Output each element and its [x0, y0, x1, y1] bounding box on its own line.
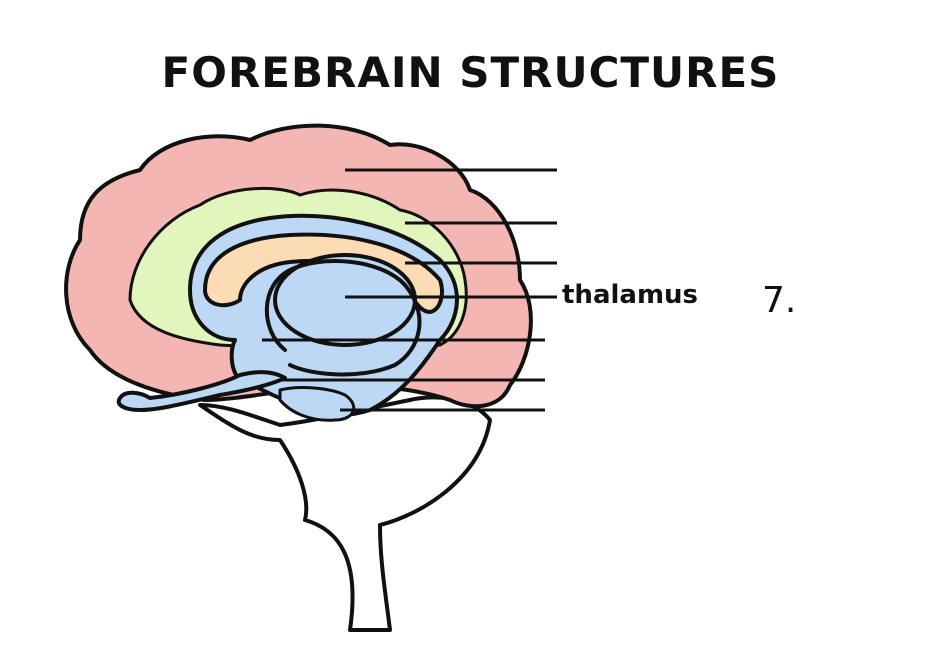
thalamus-label: thalamus — [562, 280, 699, 310]
corpus-callosum — [203, 232, 444, 314]
brainstem-outline — [198, 395, 492, 632]
pituitary-region — [278, 386, 356, 422]
fornix — [264, 259, 422, 377]
olfactory-tract — [116, 370, 287, 412]
diagram-title: FOREBRAIN STRUCTURES — [161, 48, 780, 97]
item-number-label: 7. — [762, 280, 797, 321]
